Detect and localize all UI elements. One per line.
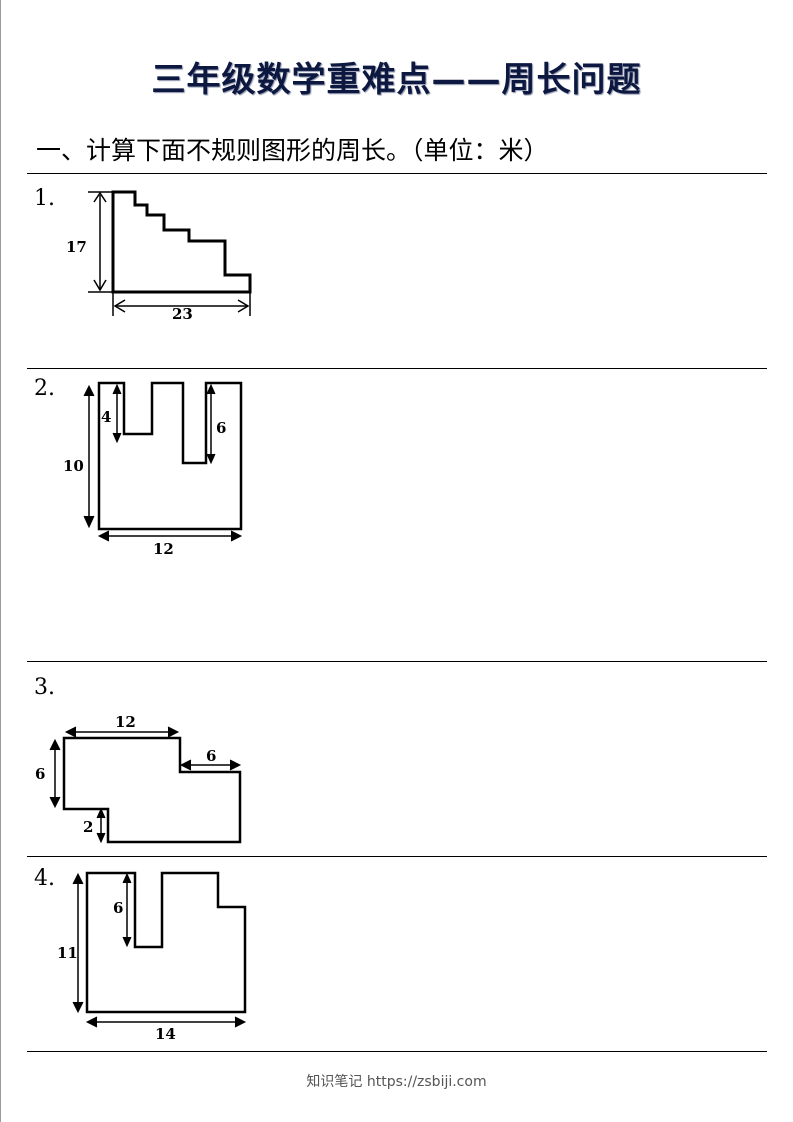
divider bbox=[27, 173, 767, 174]
page-edge-line bbox=[0, 0, 1, 1122]
problem-1-number: 1. bbox=[34, 186, 55, 211]
problem-4-number: 4. bbox=[34, 866, 55, 891]
dim-label: 6 bbox=[113, 899, 123, 917]
dim-label: 6 bbox=[206, 747, 216, 765]
page-title: 三年级数学重难点——周长问题 bbox=[151, 60, 642, 100]
dim-label: 10 bbox=[63, 457, 84, 475]
dim-label: 6 bbox=[35, 765, 45, 783]
dim-label: 4 bbox=[101, 408, 111, 426]
divider bbox=[27, 1051, 767, 1052]
divider bbox=[27, 661, 767, 662]
dim-label: 2 bbox=[83, 818, 93, 836]
problem-3-number: 3. bbox=[34, 675, 55, 700]
dim-label: 6 bbox=[216, 419, 226, 437]
problem-2-number: 2. bbox=[34, 376, 55, 401]
divider bbox=[27, 368, 767, 369]
section-heading: 一、计算下面不规则图形的周长。（单位：米） bbox=[36, 136, 549, 165]
dim-label: 11 bbox=[57, 944, 78, 962]
divider bbox=[27, 856, 767, 857]
dim-label: 23 bbox=[172, 305, 193, 323]
dim-label: 14 bbox=[155, 1025, 176, 1043]
dim-label: 17 bbox=[66, 238, 87, 256]
dim-label: 12 bbox=[153, 540, 174, 558]
dim-label: 12 bbox=[115, 713, 136, 731]
footer-watermark: 知识笔记 https://zsbiji.com bbox=[306, 1074, 487, 1090]
